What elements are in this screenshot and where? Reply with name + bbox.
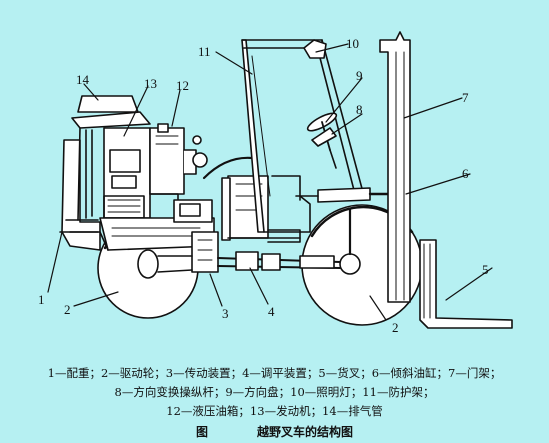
- leveling-device: [217, 208, 361, 275]
- legend-line-2: 8—方向变换操纵杆；9—方向盘；10—照明灯；11—防护架；: [114, 385, 435, 399]
- mast: [379, 31, 411, 303]
- callout-2-rear: 2: [64, 302, 71, 317]
- callout-10: 10: [346, 36, 359, 51]
- steering-column: [202, 156, 301, 243]
- callout-11: 11: [198, 44, 211, 59]
- callout-3: 3: [222, 306, 229, 321]
- headlamp: [303, 39, 327, 59]
- transmission: [137, 231, 219, 279]
- callout-1: 1: [38, 292, 45, 307]
- callout-12: 12: [176, 78, 189, 93]
- callout-2-front: 2: [392, 320, 399, 335]
- fork: [419, 239, 513, 329]
- callout-6: 6: [462, 166, 469, 181]
- callout-8: 8: [356, 102, 363, 117]
- hydraulic-tank: [149, 123, 208, 195]
- caption-title: 越野叉车的结构图: [257, 425, 354, 439]
- protective-guard: [241, 39, 365, 233]
- legend-line-1: 1—配重；2—驱动轮；3—传动装置；4—调平装置；5—货叉；6—倾斜油缸；7—门…: [47, 366, 502, 380]
- leader-lines: [47, 43, 493, 321]
- forklift-diagram: 1 2 2 3 4 5 6 7 8 9 10 11 12 13 14: [38, 31, 513, 335]
- figure-caption: 图 越野叉车的结构图: [0, 423, 549, 439]
- callout-13: 13: [144, 76, 157, 91]
- legend-line-3: 12—液压油箱；13—发动机；14—排气管: [166, 404, 383, 418]
- engine-block: [103, 127, 151, 219]
- callout-7: 7: [462, 90, 469, 105]
- counterweight-body: [59, 95, 151, 251]
- callout-5: 5: [482, 262, 489, 277]
- steering-wheel-and-lever: [306, 112, 338, 169]
- callout-9: 9: [356, 68, 363, 83]
- callout-4: 4: [268, 304, 275, 319]
- callout-14: 14: [76, 72, 90, 87]
- caption-label: 图: [196, 425, 209, 439]
